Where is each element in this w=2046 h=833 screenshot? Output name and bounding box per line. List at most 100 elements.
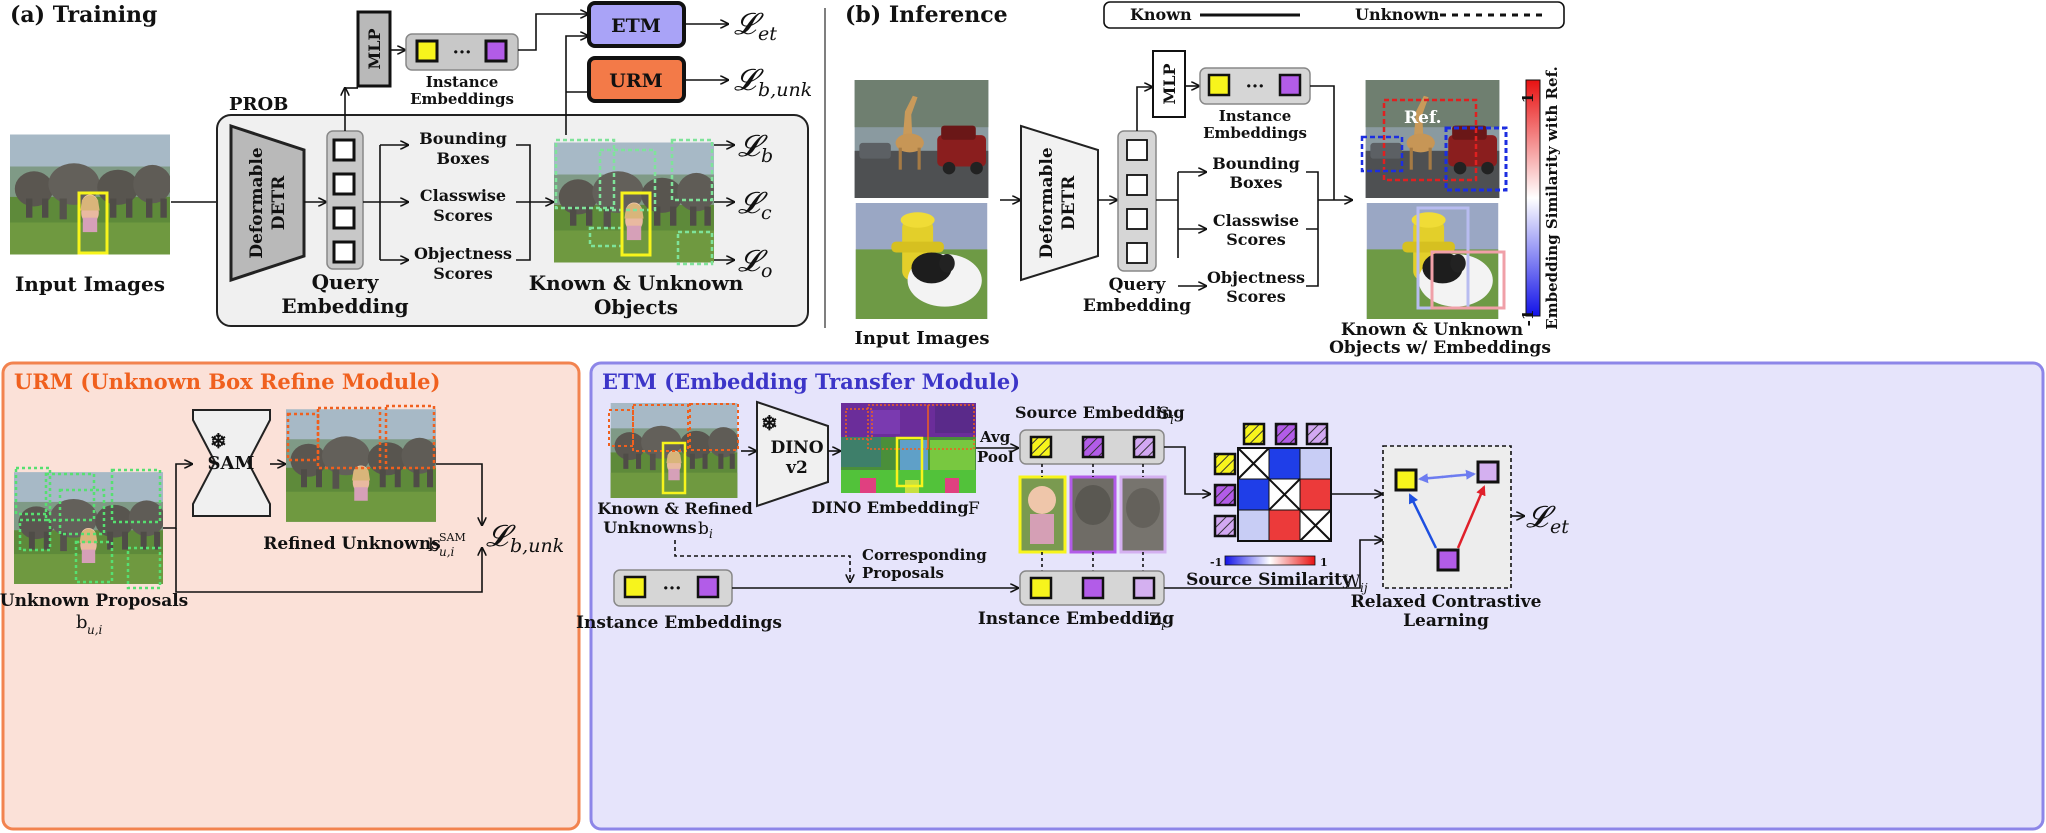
known-box-pink	[1430, 250, 1506, 310]
dino-block	[756, 400, 829, 508]
urm-proposals-symbol: b	[76, 612, 88, 633]
source-emb-label: Source Embedding	[1015, 403, 1185, 422]
sim-min: -1	[1210, 556, 1222, 569]
source-token-purple	[1081, 435, 1105, 459]
inference-obj-label2: Scores	[1226, 287, 1286, 306]
source-emb-sub: i	[1170, 413, 1174, 427]
query-token	[332, 240, 356, 264]
source-similarity-label: Source Similarity	[1186, 570, 1353, 590]
unknown-box-blue	[1444, 126, 1508, 192]
inference-query-label1: Query	[1109, 275, 1167, 295]
colorbar	[1525, 79, 1541, 317]
training-detr-line2: DETR	[269, 175, 289, 230]
training-query-label1: Query	[312, 270, 380, 294]
etm-known-label1: Known & Refined	[597, 499, 752, 518]
dotted-links	[1041, 464, 1144, 571]
loss-o-sub: o	[761, 260, 772, 282]
snowflake-icon: ❄	[761, 411, 778, 435]
etm-instance-label: Instance Embeddings	[576, 613, 782, 633]
unknown-boxes	[554, 138, 714, 266]
training-bbox-label1: Bounding	[419, 129, 507, 148]
training-instance-label2: Embeddings	[410, 90, 514, 108]
inference-output-label1: Known & Unknown	[1341, 320, 1523, 340]
similarity-symbol: W	[1343, 572, 1361, 592]
pull-arrow	[1408, 493, 1438, 549]
instance-crops	[1018, 475, 1167, 554]
loss-c-sub: c	[761, 202, 772, 224]
yellow-token	[1207, 73, 1231, 97]
query-token	[332, 206, 356, 230]
etm-label: ETM	[611, 15, 661, 37]
unknown-box-blue	[1360, 135, 1404, 173]
training-class-label1: Classwise	[420, 186, 506, 205]
urm-loss-sub: b,unk	[510, 535, 564, 557]
loss-bunk-sub: b,unk	[758, 79, 812, 101]
training-output-image	[554, 142, 714, 263]
purple-token	[1081, 576, 1105, 600]
instance-emb-label: Instance Embedding	[978, 609, 1174, 629]
inference-detr-block	[1020, 124, 1099, 282]
urm-refined-sup: SAM	[439, 531, 466, 544]
source-token-lavender	[1132, 435, 1156, 459]
snowflake-icon: ❄	[210, 429, 227, 453]
colorbar-max: 1	[1519, 93, 1537, 103]
instance-emb-sub: i	[1161, 619, 1165, 633]
source-emb-symbol: S	[1158, 404, 1170, 424]
similarity-sub: ij	[1360, 581, 1368, 595]
dino-label2: v2	[785, 458, 808, 478]
training-bbox-label2: Boxes	[437, 149, 490, 168]
purple-token	[1436, 548, 1460, 572]
colorbar-label: Embedding Similarity with Ref.	[1543, 66, 1561, 329]
known-box	[77, 191, 109, 255]
etm-known-sub: i	[709, 527, 713, 541]
avg-pool-label1: Avg	[979, 428, 1011, 446]
known-box	[620, 191, 652, 257]
query-token	[1126, 208, 1148, 230]
ellipsis: ···	[453, 42, 472, 63]
sam-block	[192, 409, 271, 517]
inference-bbox-label2: Boxes	[1230, 173, 1283, 192]
training-title: (a) Training	[10, 2, 157, 28]
inference-detr-line2: DETR	[1059, 175, 1079, 230]
training-obj-label2: Scores	[433, 264, 493, 283]
training-instance-label1: Instance	[426, 73, 499, 91]
inference-output-label2: Objects w/ Embeddings	[1329, 338, 1551, 358]
relaxed-arrow	[1418, 472, 1475, 484]
dino-embedding-label: DINO Embedding	[811, 498, 968, 517]
training-class-label2: Scores	[433, 206, 493, 225]
query-token	[332, 138, 356, 162]
training-mlp-label: MLP	[365, 29, 384, 70]
instance-emb-symbol: Z	[1149, 610, 1161, 630]
known-box	[661, 441, 687, 495]
avg-pool-label2: Pool	[977, 448, 1014, 466]
training-output-label2: Objects	[594, 295, 678, 319]
training-query-label2: Embedding	[281, 294, 408, 318]
dino-label1: DINO	[770, 438, 823, 458]
inference-detr-line1: Deformable	[1037, 147, 1057, 259]
lavender-token	[1476, 460, 1500, 484]
loss-b-sub: b	[761, 145, 773, 167]
yellow-token	[1394, 468, 1418, 492]
purple-token	[696, 575, 720, 599]
sam-label: SAM	[208, 453, 255, 474]
lavender-token	[1132, 576, 1156, 600]
etm-loss-sub: et	[1550, 516, 1569, 538]
urm-refined-symbol: b	[428, 535, 440, 556]
inference-mlp-block	[1152, 50, 1186, 118]
relaxed-label2: Learning	[1403, 611, 1489, 631]
yellow-token	[623, 575, 647, 599]
urm-proposals-label: Unknown Proposals	[0, 591, 188, 611]
etm-title: ETM (Embedding Transfer Module)	[602, 369, 1020, 394]
source-token-yellow	[1029, 435, 1053, 459]
query-token	[1126, 242, 1148, 264]
corresponding-label1: Corresponding	[862, 546, 987, 564]
relaxed-label1: Relaxed Contrastive	[1351, 592, 1542, 612]
sim-max: 1	[1320, 556, 1328, 569]
legend	[1103, 1, 1565, 29]
inference-input-label: Input Images	[854, 328, 989, 349]
ellipsis: ···	[1246, 76, 1265, 97]
refined-unknown-boxes	[286, 404, 436, 470]
inference-input-giraffe	[854, 80, 989, 198]
training-detr-block	[229, 123, 306, 283]
